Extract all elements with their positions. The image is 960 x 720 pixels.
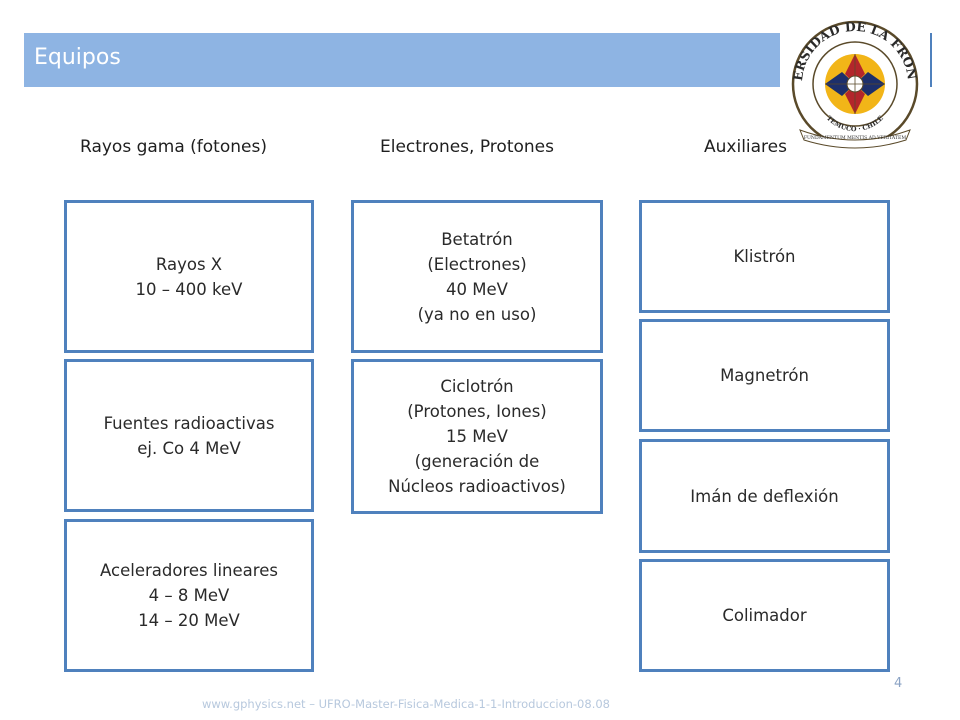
university-seal-icon: UNIVERSIDAD DE LA FRONTERA TEMUCO · CHIL… [774,0,920,149]
page-number: 4 [894,676,903,691]
box-line: 40 MeV [446,279,508,299]
box-line: (Protones, Iones) [407,402,547,421]
box-line: 15 MeV [446,427,508,446]
box-line: Betatrón [441,229,513,249]
box-line: Ciclotrón [440,377,514,396]
box-aceleradores-lineares: Aceleradores lineares 4 – 8 MeV 14 – 20 … [64,519,314,672]
box-rayos-x: Rayos X 10 – 400 keV [64,200,314,353]
university-logo: UNIVERSIDAD DE LA FRONTERA TEMUCO · CHIL… [774,0,930,152]
box-line: Fuentes radioactivas [103,413,275,433]
box-colimador: Colimador [639,559,890,672]
box-line: Núcleos radioactivos) [388,477,566,496]
box-line: Rayos X [155,254,223,274]
box-line: Magnetrón [720,366,809,385]
box-line: (generación de [414,452,540,471]
box-line: 4 – 8 MeV [148,586,230,605]
box-line: Klistrón [733,247,796,266]
box-line: (ya no en uso) [417,304,537,324]
slide-title: Equipos [34,45,121,70]
box-magnetron: Magnetrón [639,319,890,432]
box-line: Imán de deflexión [690,486,839,506]
box-line: Aceleradores lineares [100,561,278,580]
column-heading-electrons-protons: Electrones, Protones [380,137,554,157]
box-ciclotron: Ciclotrón (Protones, Iones) 15 MeV (gene… [351,359,603,514]
box-fuentes-radioactivas: Fuentes radioactivas ej. Co 4 MeV [64,359,314,512]
box-line: Colimador [722,606,807,625]
box-klistron: Klistrón [639,200,890,313]
logo-motto: FUNDAMENTUM MENTIS AD VERITATEM [804,135,907,141]
column-heading-auxiliares: Auxiliares [704,137,787,157]
box-line: 14 – 20 MeV [138,611,240,630]
box-betatron: Betatrón (Electrones) 40 MeV (ya no en u… [351,200,603,353]
box-line: 10 – 400 keV [135,279,243,299]
column-heading-gamma: Rayos gama (fotones) [80,137,267,157]
box-line: ej. Co 4 MeV [137,438,241,458]
box-iman-de-deflexion: Imán de deflexión [639,439,890,553]
footer-source: www.gphysics.net – UFRO-Master-Fisica-Me… [202,697,610,711]
box-line: (Electrones) [427,254,527,274]
